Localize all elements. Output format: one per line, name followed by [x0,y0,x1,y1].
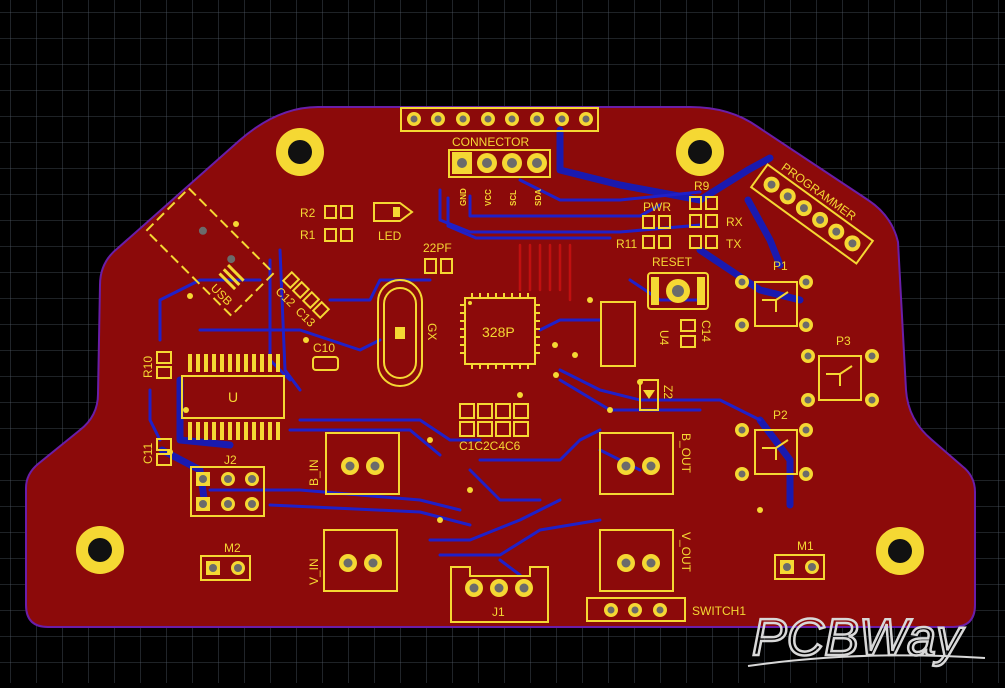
v-in-label: V_IN [307,558,321,585]
c1-c6-capacitors: C1C2C4C6 [459,403,529,453]
j2-header: J2 [190,453,265,517]
top-layer-traces [518,243,572,302]
c14-capacitor: C14 [680,319,713,348]
j1-connector: J1 [450,566,549,623]
vias [167,221,763,523]
c10-label: C10 [313,341,335,355]
led-label: LED [378,229,402,243]
u4-label: U4 [657,330,671,346]
mounting-hole-bottom-left [76,526,124,574]
b-in-terminal: B_IN [307,432,400,495]
m2-motor-header: M2 [200,541,251,581]
cap-22pf-label: 22PF [423,241,452,255]
pwr-label: PWR [643,200,671,214]
tx-label: TX [726,237,741,251]
r11-label: R11 [616,237,637,251]
u4-regulator: U4 [600,301,671,367]
p2-switch: P2 [735,408,813,481]
r2-label: R2 [300,206,316,220]
connector-label: CONNECTOR [452,135,529,149]
p2-label: P2 [773,408,788,422]
j1-label: J1 [492,605,505,619]
r1-resistor: R1 [300,228,353,242]
r1-label: R1 [300,228,316,242]
r2-resistor: R2 [300,205,353,220]
led: LED [373,202,414,243]
j2-label: J2 [224,453,237,467]
rx-label: RX [726,215,743,229]
m1-label: M1 [797,539,814,553]
vcc-label: VCC [484,189,493,206]
reset-label: RESET [652,255,693,269]
c14-label: C14 [699,320,713,342]
u-label: U [228,389,238,405]
watermark-text: PCBWay [752,609,965,667]
crystal-gx: GX [377,279,439,387]
reset-button: RESET [647,255,709,310]
z2-label: Z2 [661,385,675,399]
c10-capacitor: C10 [312,341,339,371]
mounting-hole-bottom-right [876,527,924,575]
b-out-label: B_OUT [679,433,693,474]
c1c2c4c6-label: C1C2C4C6 [459,439,521,453]
v-out-label: V_OUT [679,532,693,573]
gnd-label: GND [459,188,468,206]
p1-switch: P1 [735,259,813,332]
mcu-label: 328P [482,324,515,340]
switch1-header: SWITCH1 [586,597,746,622]
r10-label: R10 [141,356,155,378]
mounting-hole-top-left [276,128,324,176]
bottom-layer-traces [148,126,804,577]
p3-switch: P3 [801,334,879,407]
scl-label: SCL [509,190,518,206]
v-in-terminal: V_IN [307,529,398,592]
z2-diode: Z2 [639,379,675,411]
p1-label: P1 [773,259,788,273]
sda-label: SDA [534,189,543,206]
pcbway-watermark: PCBWay [747,608,986,668]
cap-22pf: 22PF [423,241,453,274]
mounting-hole-top-right [676,128,724,176]
b-out-terminal: B_OUT [599,432,693,495]
switch1-label: SWITCH1 [692,604,746,618]
top-header [400,107,599,132]
v-out-terminal: V_OUT [599,529,693,592]
b-in-label: B_IN [307,459,321,486]
gx-label: GX [425,323,439,340]
mcu-328p: 328P [460,293,540,369]
status-leds: PWR R9 RX R11 TX [616,179,743,251]
r9-label: R9 [694,179,710,193]
c11-capacitor: C11 [141,438,172,466]
m2-label: M2 [224,541,241,555]
c11-label: C11 [141,443,155,464]
p3-label: P3 [836,334,851,348]
m1-motor-header: M1 [774,539,825,580]
r10-resistor: R10 [141,351,172,379]
u-ic: U [181,354,285,440]
connector-header: CONNECTOR GND VCC SCL SDA [448,135,551,206]
